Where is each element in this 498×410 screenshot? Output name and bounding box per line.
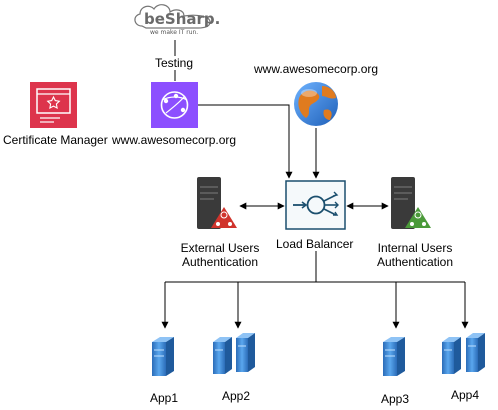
app1-label: App1: [150, 391, 179, 405]
app4-label: App4: [451, 388, 480, 402]
internal-auth-server-icon: [391, 177, 431, 229]
besharp-logo-text: beSharp.: [144, 10, 221, 28]
app2-server-icon: [213, 333, 255, 374]
app3-server-icon: [383, 337, 405, 376]
app2-label: App2: [222, 389, 251, 403]
besharp-logo: [134, 4, 211, 29]
load-balancer-icon: [285, 180, 346, 230]
external-auth-line1: External Users: [180, 241, 260, 255]
besharp-logo-tagline: we make IT run.: [150, 29, 199, 36]
app4-server-icon: [442, 333, 485, 374]
internal-auth-label: Internal Users Authentication: [365, 241, 465, 269]
edge-cloudfront-to-lb: [198, 104, 293, 179]
certificate-manager-label: Certificate Manager: [3, 133, 108, 147]
domain-label-top: www.awesomecorp.org: [254, 62, 379, 76]
external-auth-server-icon: [197, 177, 237, 229]
external-auth-label: External Users Authentication: [170, 241, 270, 269]
app1-server-icon: [152, 337, 174, 376]
load-balancer-label: Load Balancer: [276, 237, 354, 251]
cloudfront-icon: [151, 82, 198, 128]
certificate-icon: [30, 82, 77, 128]
cloudfront-domain-label: www.awesomecorp.org: [112, 133, 237, 147]
app3-label: App3: [381, 392, 410, 406]
external-auth-line2: Authentication: [181, 255, 259, 269]
internal-auth-line2: Authentication: [376, 255, 454, 269]
testing-label: Testing: [155, 56, 194, 70]
globe-icon: [294, 82, 338, 126]
internal-auth-line1: Internal Users: [377, 241, 453, 255]
